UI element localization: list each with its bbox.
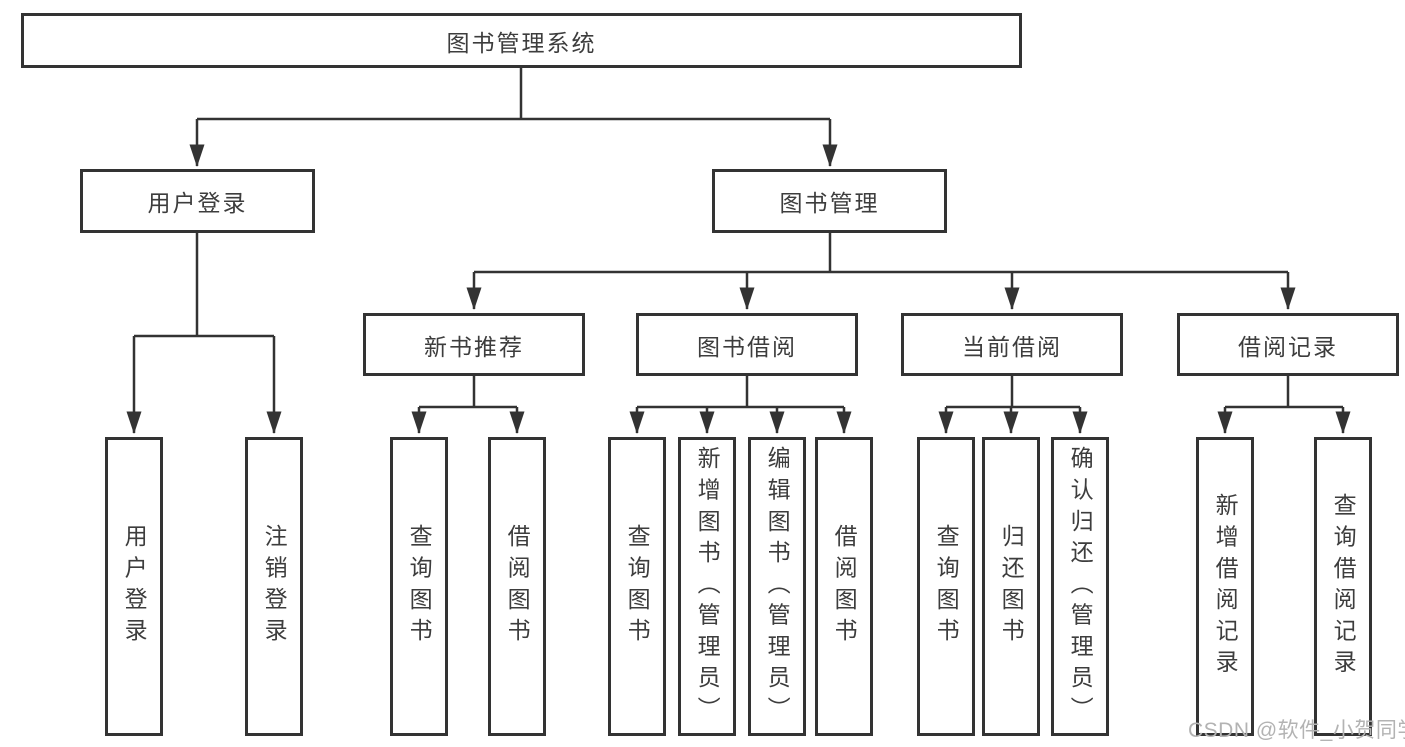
node-current-borrowing: 当前借阅 (901, 313, 1123, 376)
leaf-label: 查询借阅记录 (1330, 492, 1357, 681)
node-user-login: 用户登录 (80, 169, 315, 233)
leaf-return-books: 归还图书 (982, 437, 1040, 736)
node-label: 新书推荐 (424, 333, 524, 360)
leaf-query-borrow-record: 查询借阅记录 (1314, 437, 1372, 736)
leaf-label: 编辑图书（管理员） (764, 445, 791, 728)
node-label: 当前借阅 (962, 333, 1062, 360)
leaf-add-borrow-record: 新增借阅记录 (1196, 437, 1254, 736)
leaf-confirm-return-admin: 确认归还（管理员） (1051, 437, 1109, 736)
node-label: 图书管理 (779, 190, 880, 216)
leaf-query-books-current: 查询图书 (917, 437, 975, 736)
arrow-lines (126, 119, 1351, 434)
leaf-borrow-books-borrowing: 借阅图书 (815, 437, 873, 736)
leaf-edit-books-admin: 编辑图书（管理员） (748, 437, 806, 736)
node-label: 图书管理系统 (446, 29, 597, 56)
leaf-borrow-books-recommend: 借阅图书 (488, 437, 546, 736)
leaf-user-login: 用户登录 (105, 437, 163, 736)
leaf-label: 注销登录 (261, 523, 288, 650)
leaf-label: 新增借阅记录 (1212, 492, 1239, 681)
tree-branch-lines (134, 68, 1343, 409)
node-book-management: 图书管理 (712, 169, 947, 233)
leaf-label: 查询图书 (933, 523, 960, 650)
node-book-borrowing: 图书借阅 (636, 313, 858, 376)
leaf-label: 借阅图书 (504, 523, 531, 650)
leaf-label: 归还图书 (998, 523, 1025, 650)
leaf-query-books-recommend: 查询图书 (390, 437, 448, 736)
leaf-logout-login: 注销登录 (245, 437, 303, 736)
leaf-label: 新增图书（管理员） (694, 445, 721, 728)
node-root-library-management-system: 图书管理系统 (21, 13, 1022, 68)
node-label: 借阅记录 (1238, 333, 1338, 360)
leaf-label: 用户登录 (121, 523, 148, 650)
csdn-watermark: CSDN @软件_小贺同学 (1188, 719, 1405, 742)
node-borrowing-records: 借阅记录 (1177, 313, 1399, 376)
leaf-add-books-admin: 新增图书（管理员） (678, 437, 736, 736)
node-label: 用户登录 (147, 190, 248, 216)
leaf-label: 查询图书 (406, 523, 433, 650)
node-new-book-recommendation: 新书推荐 (363, 313, 585, 376)
leaf-label: 借阅图书 (831, 523, 858, 650)
node-label: 图书借阅 (697, 333, 797, 360)
leaf-label: 查询图书 (624, 523, 651, 650)
leaf-label: 确认归还（管理员） (1067, 445, 1094, 728)
leaf-query-books-borrowing: 查询图书 (608, 437, 666, 736)
